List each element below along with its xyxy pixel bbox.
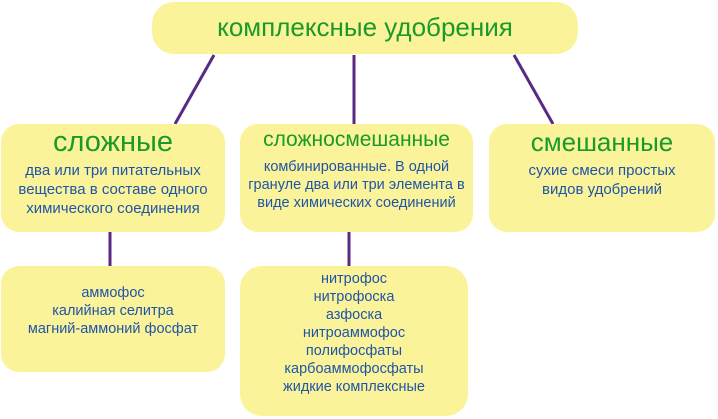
- example-item: карбоаммофосфаты: [284, 361, 424, 377]
- group-description-smeshannye: сухие смеси простых видов удобрений: [528, 162, 676, 198]
- group-title-slozhnosmeshannye: сложносмешанные: [263, 128, 450, 151]
- group-title-slozhnye: сложные: [53, 126, 173, 158]
- example-item: нитроаммофос: [302, 325, 406, 341]
- group-description-slozhnye: два или три питательных вещества в соста…: [18, 162, 208, 217]
- example-item: азфоска: [325, 307, 383, 323]
- group-node-slozhnye: сложные два или три питательных вещества…: [1, 124, 225, 232]
- example-item: нитрофоска: [313, 289, 395, 305]
- group-description-slozhnosmeshannye: комбинированные. В одной грануле два или…: [248, 159, 465, 211]
- group-node-slozhnosmeshannye: сложносмешанные комбинированные. В одной…: [240, 124, 473, 232]
- example-item: нитрофос: [320, 271, 388, 287]
- connector-root-to-smeshannye: [512, 54, 555, 125]
- example-item: жидкие комплексные: [283, 379, 425, 395]
- example-item: полифосфаты: [305, 343, 403, 359]
- group-node-smeshannye: смешанные сухие смеси простых видов удоб…: [489, 124, 715, 232]
- root-title: комплексные удобрения: [217, 12, 513, 42]
- connector-root-to-slozhnye: [173, 54, 216, 125]
- root-node: комплексные удобрения: [152, 2, 578, 54]
- example-item: калийная селитра: [52, 303, 174, 319]
- group-title-smeshannye: смешанные: [530, 127, 674, 157]
- examples-node-slozhnosmeshannye: нитрофос нитрофоска азфоска нитроаммофос…: [240, 266, 468, 416]
- example-item: магний-аммоний фосфат: [27, 321, 199, 337]
- examples-node-slozhnye: аммофос калийная селитра магний-аммоний …: [1, 266, 225, 372]
- example-item: аммофос: [81, 285, 145, 301]
